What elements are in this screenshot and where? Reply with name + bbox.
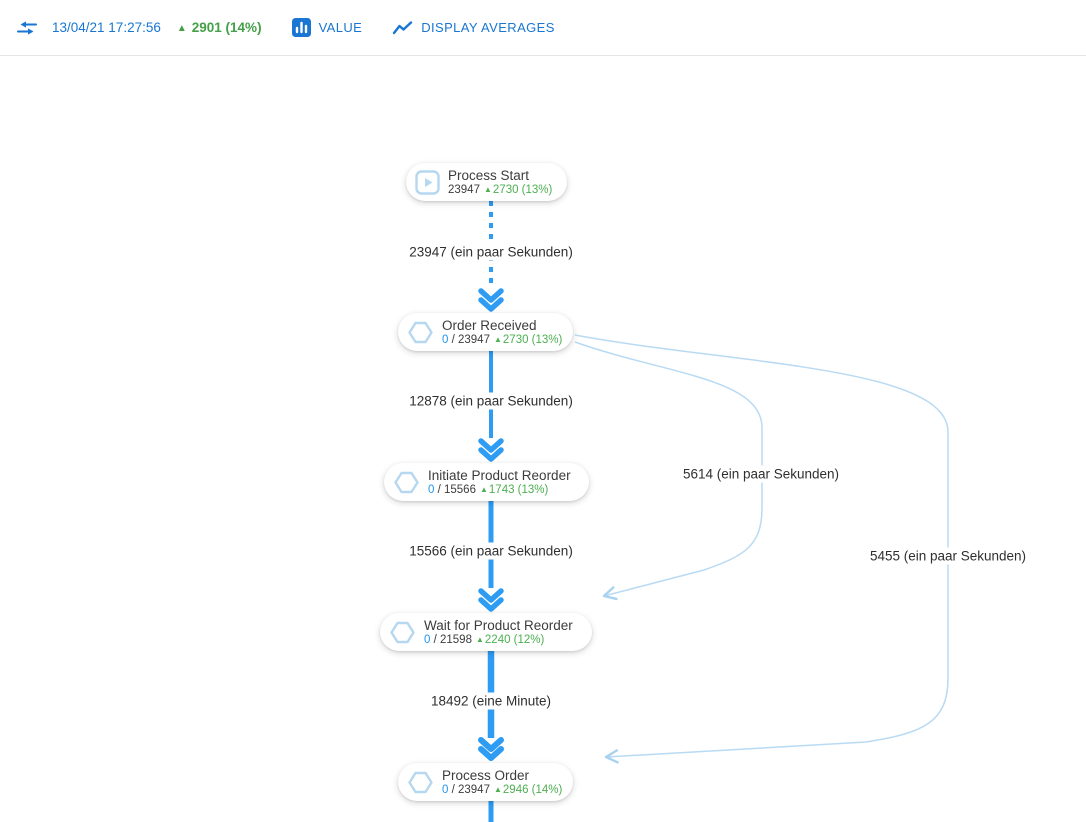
node-process-order[interactable]: Process Order 0 / 23947▲2946 (14%) (398, 763, 573, 801)
delta-up-icon: ▲ (475, 634, 484, 644)
timestamp: 13/04/21 17:27:56 (52, 20, 161, 35)
node-stats: 0 / 21598▲2240 (12%) (424, 633, 545, 646)
node-wait-for-product-reorder[interactable]: Wait for Product Reorder 0 / 21598▲2240 … (380, 613, 592, 651)
node-text: Process Start 23947▲2730 (13%) (448, 168, 552, 197)
edge-label: 5455 (ein paar Sekunden) (866, 547, 1030, 565)
node-order-received[interactable]: Order Received 0 / 23947▲2730 (13%) (398, 313, 573, 351)
display-averages-button[interactable]: DISPLAY AVERAGES (392, 20, 555, 36)
edge-label: 18492 (eine Minute) (427, 692, 555, 710)
node-title: Order Received (442, 317, 537, 333)
node-text: Initiate Product Reorder 0 / 15566▲1743 … (428, 468, 571, 497)
edge-order-received-to-wait (574, 341, 763, 601)
hexagon-icon (407, 770, 434, 795)
edge-label: 23947 (ein paar Sekunden) (406, 243, 576, 261)
node-title: Wait for Product Reorder (424, 617, 573, 633)
node-text: Process Order 0 / 23947▲2946 (14%) (442, 768, 562, 797)
bar-chart-icon (291, 18, 311, 37)
delta-up-icon: ▲ (493, 784, 502, 794)
node-title: Process Start (448, 167, 530, 183)
edge-label: 12878 (ein paar Sekunden) (406, 392, 576, 410)
node-title: Initiate Product Reorder (428, 467, 571, 483)
display-averages-label: DISPLAY AVERAGES (421, 20, 555, 35)
arrowhead-double-chevron (478, 588, 504, 612)
compare-arrows-icon[interactable] (16, 19, 38, 37)
play-icon (415, 169, 440, 195)
edge-label: 5614 (ein paar Sekunden) (679, 465, 843, 483)
hexagon-icon (407, 320, 434, 345)
delta-up-icon: ▲ (493, 334, 502, 344)
node-process-start[interactable]: Process Start 23947▲2730 (13%) (406, 163, 567, 201)
hexagon-icon (389, 620, 416, 645)
value-label: VALUE (318, 20, 363, 35)
node-stats: 23947▲2730 (13%) (448, 183, 553, 196)
node-stats: 0 / 23947▲2730 (13%) (442, 333, 563, 346)
node-stats: 0 / 15566▲1743 (13%) (428, 483, 549, 496)
arrowhead-double-chevron (478, 737, 504, 761)
global-delta: ▲ 2901 (14%) (177, 20, 262, 35)
global-delta-value: 2901 (14%) (191, 20, 262, 35)
hexagon-icon (393, 470, 420, 495)
node-text: Wait for Product Reorder 0 / 21598▲2240 … (424, 618, 573, 647)
edge-order-received-to-process-order (574, 334, 949, 764)
delta-up-icon: ▲ (479, 484, 488, 494)
process-diagram: 23947 (ein paar Sekunden) 12878 (ein paa… (0, 56, 1086, 822)
delta-up-icon: ▲ (483, 184, 492, 194)
node-stats: 0 / 23947▲2946 (14%) (442, 783, 563, 796)
value-button[interactable]: VALUE (291, 18, 363, 37)
arrowhead-double-chevron (478, 438, 504, 462)
edge-label: 15566 (ein paar Sekunden) (406, 542, 576, 560)
arrowhead-double-chevron (478, 288, 504, 312)
node-initiate-product-reorder[interactable]: Initiate Product Reorder 0 / 15566▲1743 … (384, 463, 589, 501)
delta-up-icon: ▲ (176, 23, 187, 34)
toolbar: 13/04/21 17:27:56 ▲ 2901 (14%) VALUE DISP… (0, 0, 1086, 56)
node-text: Order Received 0 / 23947▲2730 (13%) (442, 318, 562, 347)
node-title: Process Order (442, 767, 530, 783)
trend-line-icon (392, 20, 413, 36)
